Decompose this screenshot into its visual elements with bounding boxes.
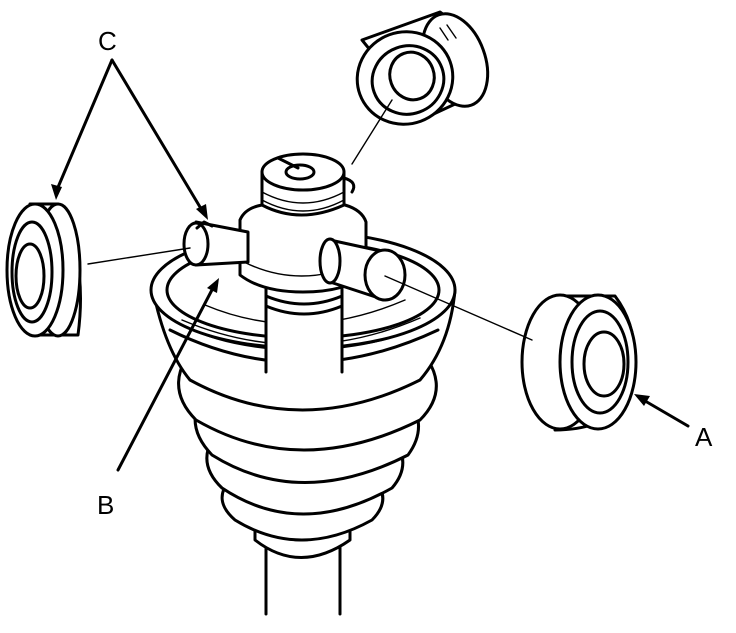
roller-a	[520, 293, 638, 432]
leader-b-arrowhead	[207, 278, 219, 293]
axle-shaft	[253, 518, 352, 628]
roller-left	[5, 202, 82, 338]
leader-c-left-arrowhead	[51, 184, 62, 200]
trunnion-pin-top	[260, 152, 356, 217]
callout-label-a: A	[695, 422, 713, 452]
leader-a-arrowhead	[634, 394, 650, 406]
trunnion-pin-right	[318, 237, 407, 302]
callout-label-b: B	[97, 490, 114, 520]
callout-leaders	[51, 58, 690, 472]
trunnion-pin-left	[182, 220, 250, 267]
assembly-guide-lines	[87, 99, 533, 341]
callout-label-c: C	[98, 26, 117, 56]
leader-c-right-arrowhead	[196, 204, 208, 220]
roller-top	[355, 10, 490, 126]
